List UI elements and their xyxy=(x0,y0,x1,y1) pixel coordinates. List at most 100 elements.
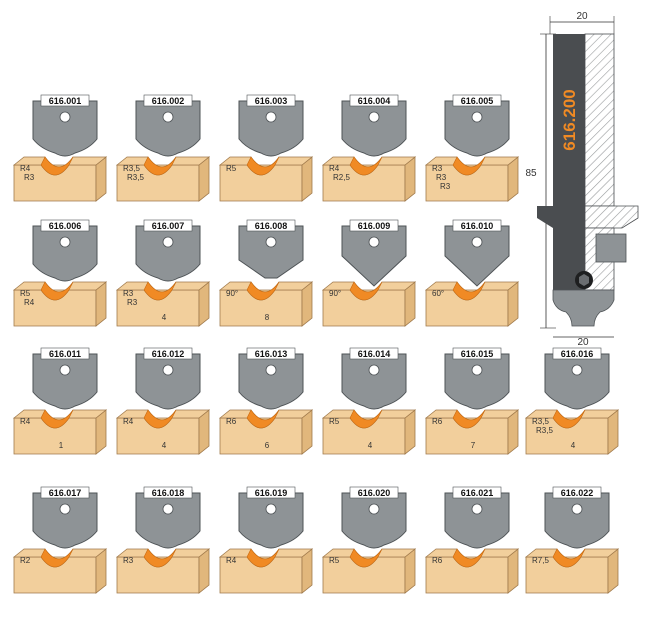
code-label-box xyxy=(246,94,296,107)
cutter-plate xyxy=(135,100,201,157)
routed-profile xyxy=(349,548,383,568)
tool-collar xyxy=(537,206,585,228)
cutter-plate xyxy=(32,353,98,410)
cutter-plate xyxy=(32,100,98,157)
cutter-plate xyxy=(32,225,98,282)
mount-hole xyxy=(265,503,277,515)
code-label-box xyxy=(452,94,502,107)
tool-screw-hex xyxy=(579,274,589,286)
cutter-plate xyxy=(444,353,510,410)
routed-profile xyxy=(452,281,486,301)
cutter-plate xyxy=(341,353,407,410)
dimension-label: R7,5 xyxy=(532,556,549,565)
cutter-plate xyxy=(341,225,407,287)
mount-hole xyxy=(265,236,277,248)
cutter-plate xyxy=(444,100,510,157)
cutter-plate xyxy=(341,492,407,549)
dimension-label: R3,5 xyxy=(532,417,549,426)
mount-hole xyxy=(265,111,277,123)
profile-code: 616.015 xyxy=(461,349,494,359)
code-label-box xyxy=(349,486,399,499)
profile-code: 616.011 xyxy=(49,349,81,359)
dimension-label: 6 xyxy=(265,441,270,450)
cutter-plate xyxy=(135,492,201,549)
routed-profile xyxy=(452,409,486,429)
code-label-box xyxy=(452,347,502,360)
mount-hole xyxy=(162,111,174,123)
mount-hole xyxy=(571,503,583,515)
code-label-box xyxy=(246,219,296,232)
routed-profile xyxy=(246,156,280,176)
profile-code: 616.022 xyxy=(561,488,594,498)
cutter-plate xyxy=(135,225,201,282)
profile-code: 616.008 xyxy=(255,221,288,231)
mount-hole xyxy=(471,236,483,248)
cutter-plate xyxy=(238,100,304,157)
dimension-label: R4 xyxy=(226,556,237,565)
routed-profile xyxy=(349,281,383,301)
routed-profile xyxy=(246,281,280,301)
dimension-label: 90° xyxy=(329,289,341,298)
profile-code: 616.006 xyxy=(49,221,82,231)
profile-code: 616.014 xyxy=(358,349,391,359)
mount-hole xyxy=(59,111,71,123)
mount-hole xyxy=(368,503,380,515)
mount-hole xyxy=(162,503,174,515)
code-label-box xyxy=(349,94,399,107)
mount-hole xyxy=(471,364,483,376)
profile-card: 616.009 90° xyxy=(321,219,417,327)
profile-code: 616.018 xyxy=(152,488,185,498)
code-label-box xyxy=(143,94,193,107)
profile-code: 616.010 xyxy=(461,221,494,231)
tool-profile xyxy=(552,289,615,327)
dimension-label: R3 xyxy=(436,173,447,182)
dim-bottom-label: 20 xyxy=(577,337,589,348)
mount-hole xyxy=(162,364,174,376)
code-label-box xyxy=(552,486,602,499)
cutter-plate xyxy=(341,100,407,157)
mount-hole xyxy=(265,364,277,376)
profile-code: 616.013 xyxy=(255,349,288,359)
dimension-label: R3 xyxy=(24,173,35,182)
routed-profile xyxy=(40,156,74,176)
profile-code: 616.019 xyxy=(255,488,288,498)
routed-profile xyxy=(246,548,280,568)
dimension-label: R5 xyxy=(329,417,340,426)
dimension-label: R3 xyxy=(127,298,138,307)
cutter-plate xyxy=(444,492,510,549)
profile-code: 616.009 xyxy=(358,221,391,231)
routed-profile xyxy=(143,281,177,301)
dimension-label: 7 xyxy=(471,441,476,450)
dimension-label: R6 xyxy=(432,556,443,565)
routed-profile xyxy=(143,409,177,429)
dimension-label: R3 xyxy=(123,289,134,298)
cutter-plate xyxy=(135,353,201,410)
cutter-plate xyxy=(32,492,98,549)
dimension-label: R2 xyxy=(20,556,31,565)
dimension-label: R3,5 xyxy=(536,426,553,435)
dimension-label: 90° xyxy=(226,289,238,298)
profile-code: 616.016 xyxy=(561,349,594,359)
cutter-plate xyxy=(444,225,510,287)
code-label-box xyxy=(452,486,502,499)
dimension-label: R4 xyxy=(24,298,35,307)
routed-profile xyxy=(349,409,383,429)
dim-top-label: 20 xyxy=(576,11,588,22)
code-label-box xyxy=(143,486,193,499)
dimension-label: 8 xyxy=(265,313,270,322)
code-label-box xyxy=(452,219,502,232)
code-label-box xyxy=(552,347,602,360)
mount-hole xyxy=(471,503,483,515)
profile-code: 616.017 xyxy=(49,488,82,498)
